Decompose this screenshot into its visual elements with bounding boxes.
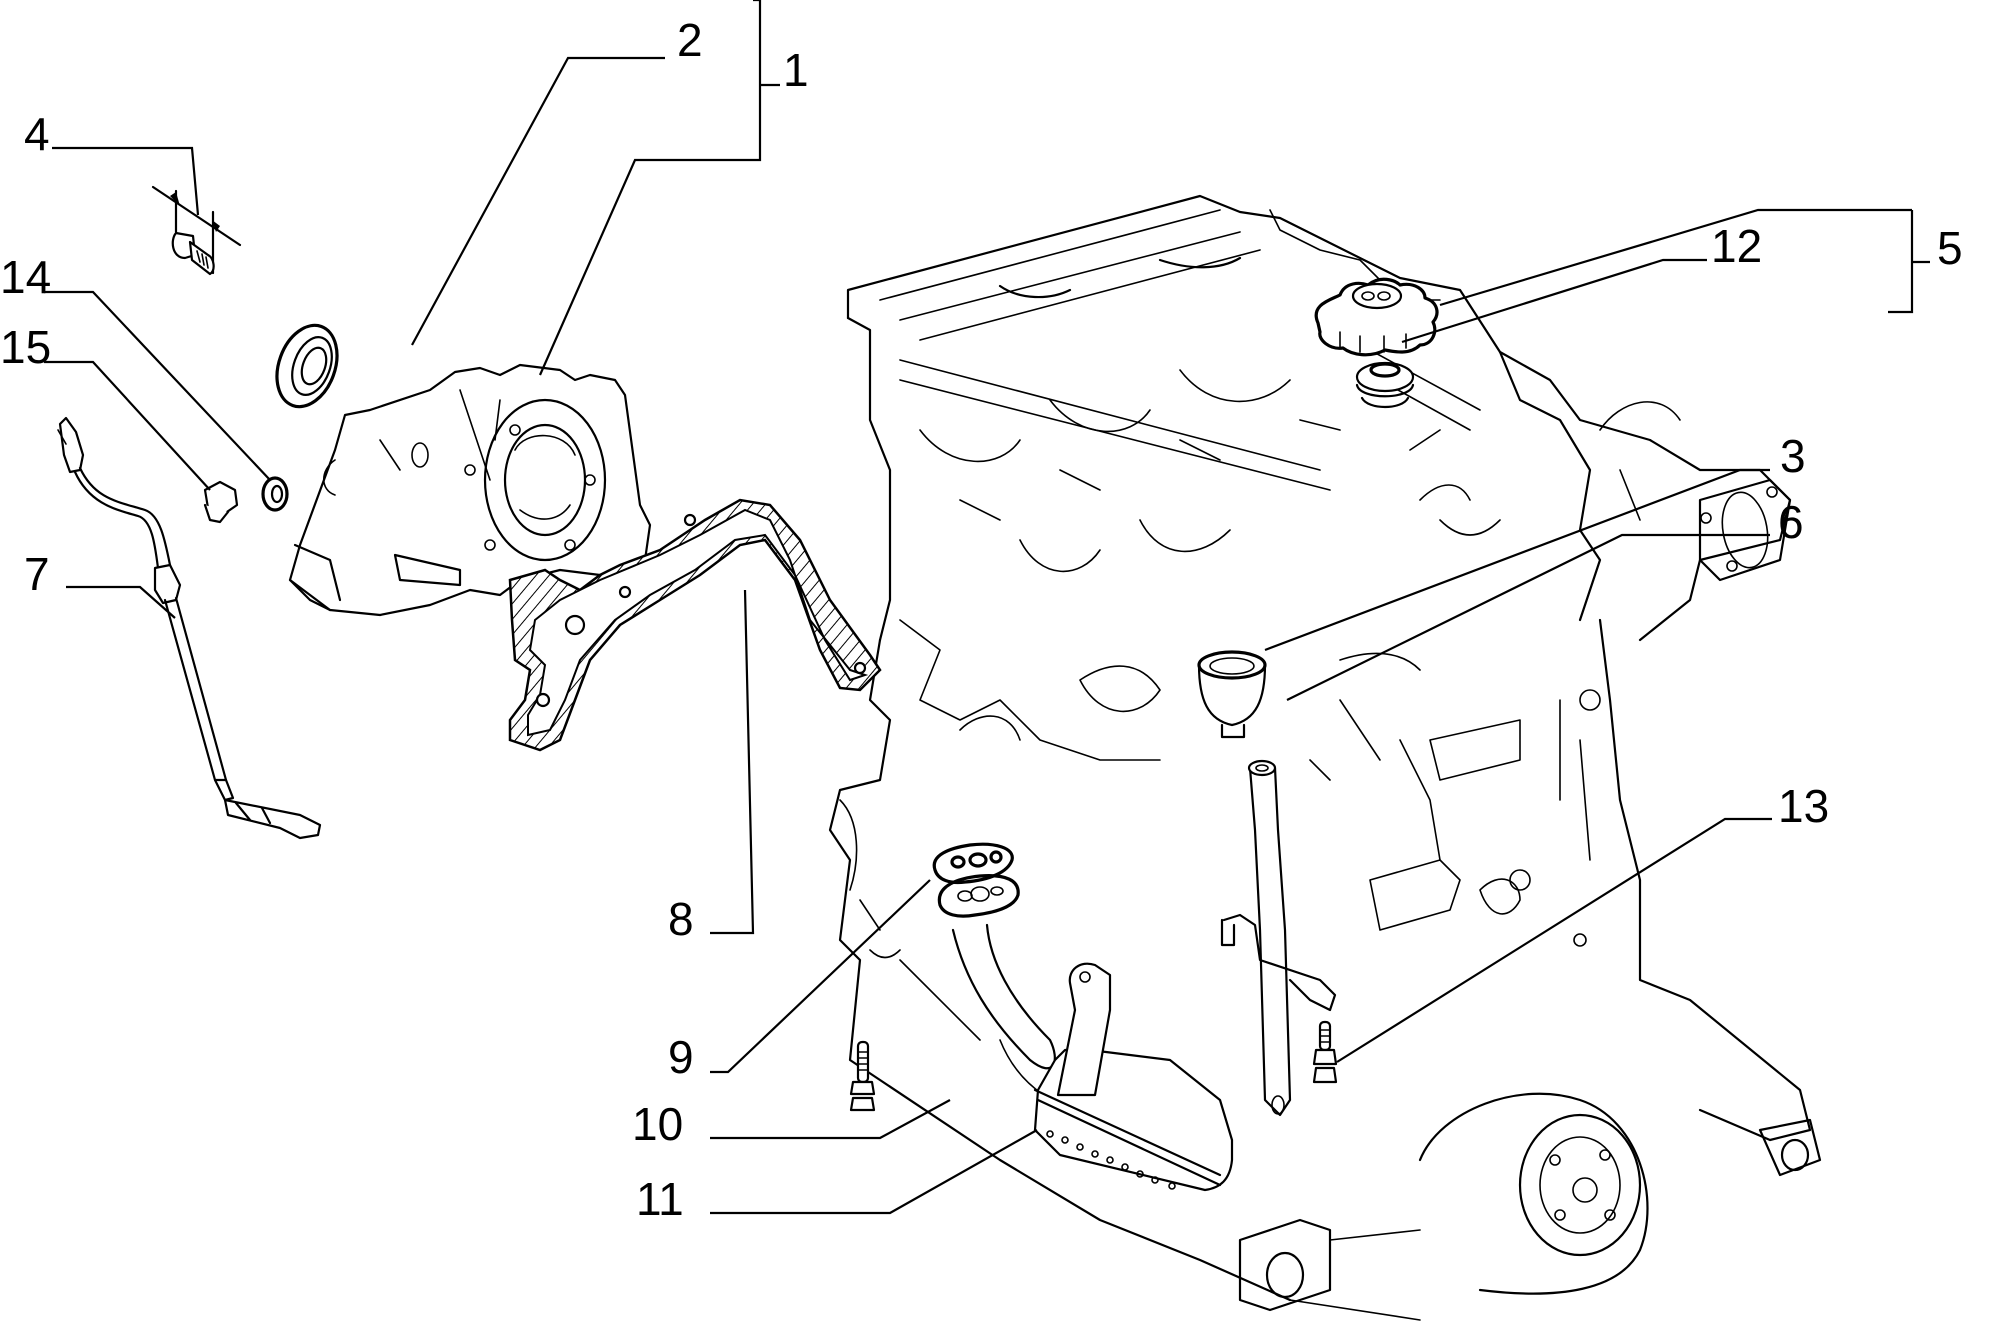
callout-5: 5	[1937, 222, 1963, 274]
leader-11	[710, 1129, 1038, 1215]
leader-15	[44, 360, 211, 491]
sealing-washer	[261, 476, 289, 512]
filler-cap-seal	[1355, 361, 1415, 409]
callout-labels: 2 1 4 14 15 7 8 9 10 11 12 5 3 6 13	[0, 14, 1963, 1225]
engine-block	[828, 194, 1822, 1321]
leader-5-bracket	[1888, 210, 1914, 314]
strainer-holes	[1046, 1130, 1176, 1190]
oil-pickup-strainer	[937, 874, 1234, 1192]
callout-4: 4	[24, 108, 50, 160]
dipstick-tube-cup	[1197, 650, 1267, 739]
callout-15: 15	[0, 321, 51, 373]
plug-screw	[203, 480, 239, 524]
leader-14	[44, 290, 271, 481]
callout-13: 13	[1778, 780, 1829, 832]
callout-9: 9	[668, 1031, 694, 1083]
callout-14: 14	[0, 251, 51, 303]
front-oil-seal	[275, 323, 339, 409]
leader-4	[52, 146, 200, 216]
stud-with-nut-13	[1312, 1020, 1338, 1084]
leader-2	[411, 56, 665, 346]
callout-6: 6	[1778, 496, 1804, 548]
oil-pump-cover-gasket	[508, 498, 882, 752]
leader-9	[710, 879, 931, 1074]
callout-12: 12	[1711, 220, 1762, 272]
callout-1: 1	[783, 44, 809, 96]
callout-2: 2	[677, 14, 703, 66]
leader-7	[66, 585, 176, 619]
leader-13	[1336, 817, 1772, 1063]
callout-11: 11	[636, 1173, 684, 1225]
callout-3: 3	[1780, 430, 1806, 482]
oil-dipstick	[57, 416, 322, 840]
stud-with-nut-10	[849, 1040, 876, 1112]
leader-6	[1286, 533, 1770, 701]
leader-8	[710, 589, 755, 935]
leader-12	[1401, 258, 1707, 344]
leader-lines	[44, 0, 1930, 1215]
leader-3	[1264, 468, 1770, 652]
pickup-flange-gasket	[932, 842, 1014, 885]
leader-5	[1439, 208, 1912, 307]
crankshaft-pulley-hub	[1418, 1092, 1649, 1295]
dipstick-guide-tube	[1220, 759, 1337, 1117]
oil-pump-bolt	[151, 185, 242, 276]
callout-8: 8	[668, 893, 694, 945]
leader-1-bracket	[538, 0, 762, 376]
oil-pump-housing	[288, 363, 652, 617]
callout-10: 10	[632, 1098, 683, 1150]
leader-10	[710, 1099, 951, 1140]
oil-filler-cap	[1314, 277, 1439, 357]
callout-7: 7	[24, 548, 50, 600]
